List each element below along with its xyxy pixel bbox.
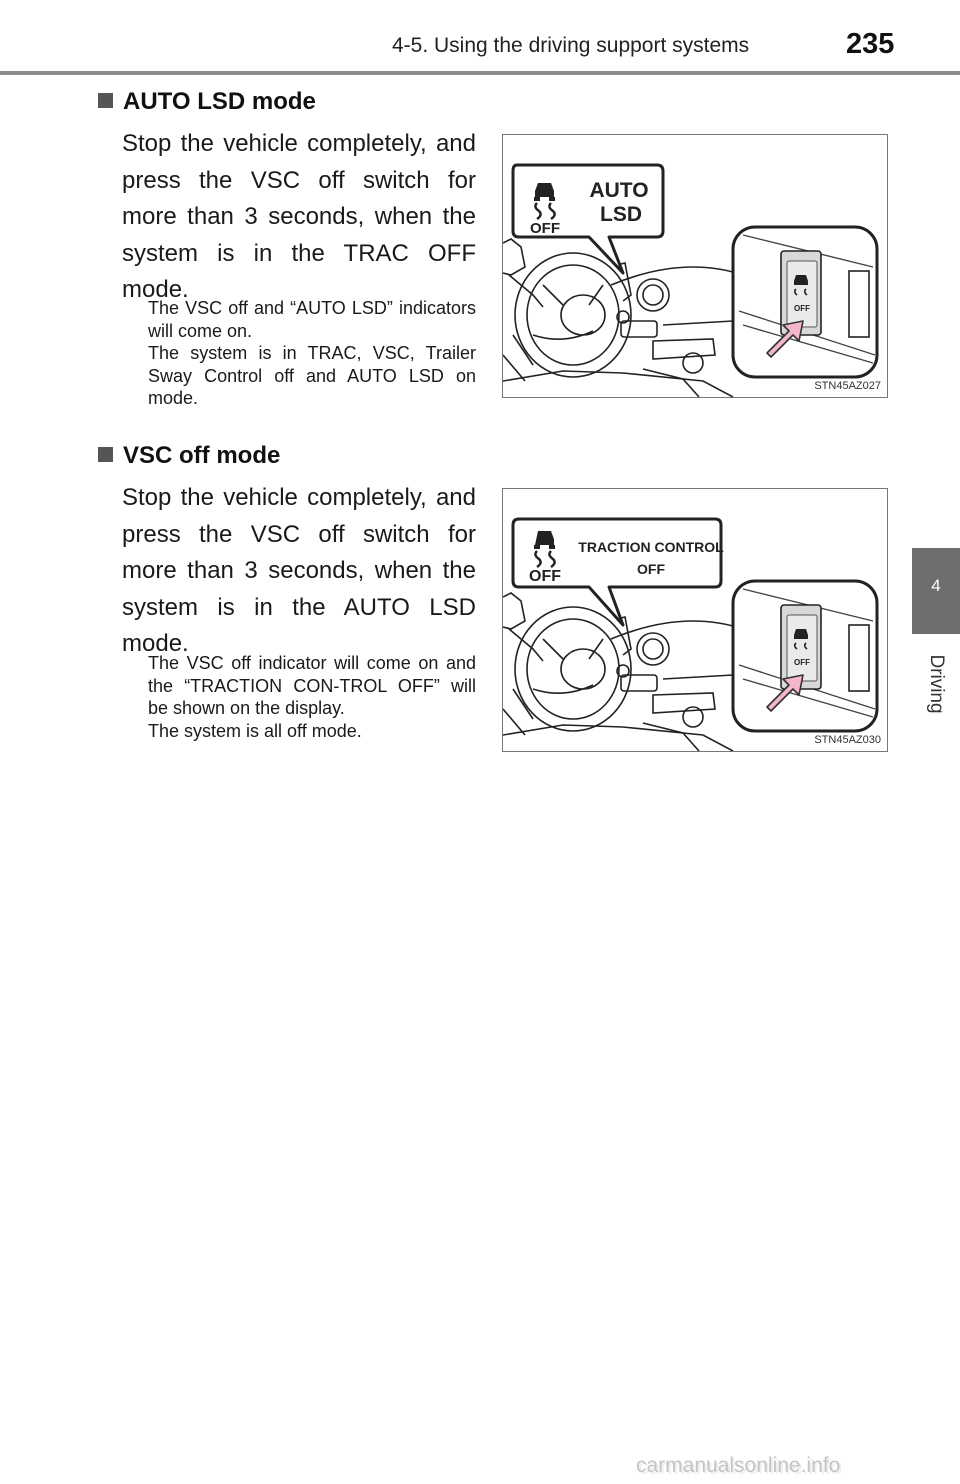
dashboard-illustration: OFF TRACTION CONTROL OFF OFF xyxy=(503,517,879,751)
header-divider xyxy=(0,71,960,75)
page-number: 235 xyxy=(846,28,895,60)
callout-off-label: OFF xyxy=(529,568,561,585)
chapter-label-container: Driving xyxy=(900,648,960,720)
dashboard-illustration: OFF AUTO LSD OFF xyxy=(503,163,879,397)
section-heading-text: AUTO LSD mode xyxy=(123,88,316,115)
header-section-title: 4-5. Using the driving support systems xyxy=(392,34,750,57)
figure-vsc-off: OFF TRACTION CONTROL OFF OFF STN45AZ030 xyxy=(502,488,888,752)
section-note-auto-lsd: The VSC off and “AUTO LSD” indicators wi… xyxy=(148,298,476,408)
callout-text-line-2: LSD xyxy=(600,203,642,226)
callout-text-line-1: TRACTION CONTROL xyxy=(578,539,724,555)
section-note-vsc-off: The VSC off indicator will come on and t… xyxy=(148,653,476,741)
indicator-callout: OFF TRACTION CONTROL OFF xyxy=(511,517,724,627)
callout-text-line-2: OFF xyxy=(637,561,665,577)
square-bullet-icon xyxy=(98,447,113,462)
press-arrow-icon xyxy=(766,320,804,358)
press-arrow-icon xyxy=(766,674,804,712)
callout-text-line-1: AUTO xyxy=(589,179,648,202)
switch-zoom-detail: OFF xyxy=(731,225,879,379)
chapter-tab[interactable]: 4 xyxy=(912,548,960,634)
callout-off-label: OFF xyxy=(530,220,560,237)
section-body-vsc-off: Stop the vehicle completely, and press t… xyxy=(122,484,476,657)
section-heading-text: VSC off mode xyxy=(123,442,281,469)
chapter-label: Driving xyxy=(926,654,947,714)
indicator-callout: OFF AUTO LSD xyxy=(511,163,665,275)
watermark-shadow: carmanualsonline.info xyxy=(638,1456,843,1479)
figure-code: STN45AZ030 xyxy=(814,734,881,746)
square-bullet-icon xyxy=(98,93,113,108)
switch-off-label: OFF xyxy=(794,658,810,667)
section-heading-vsc-off: VSC off mode xyxy=(98,442,280,470)
watermark[interactable]: carmanualsonline.info xyxy=(636,1454,841,1477)
section-heading-auto-lsd: AUTO LSD mode xyxy=(98,88,316,116)
figure-code: STN45AZ027 xyxy=(814,380,881,392)
switch-off-label: OFF xyxy=(794,304,810,313)
switch-zoom-detail: OFF xyxy=(731,579,879,733)
chapter-number: 4 xyxy=(931,576,941,595)
section-body-auto-lsd: Stop the vehicle completely, and press t… xyxy=(122,130,476,303)
figure-auto-lsd: OFF AUTO LSD OFF STN45AZ027 xyxy=(502,134,888,398)
